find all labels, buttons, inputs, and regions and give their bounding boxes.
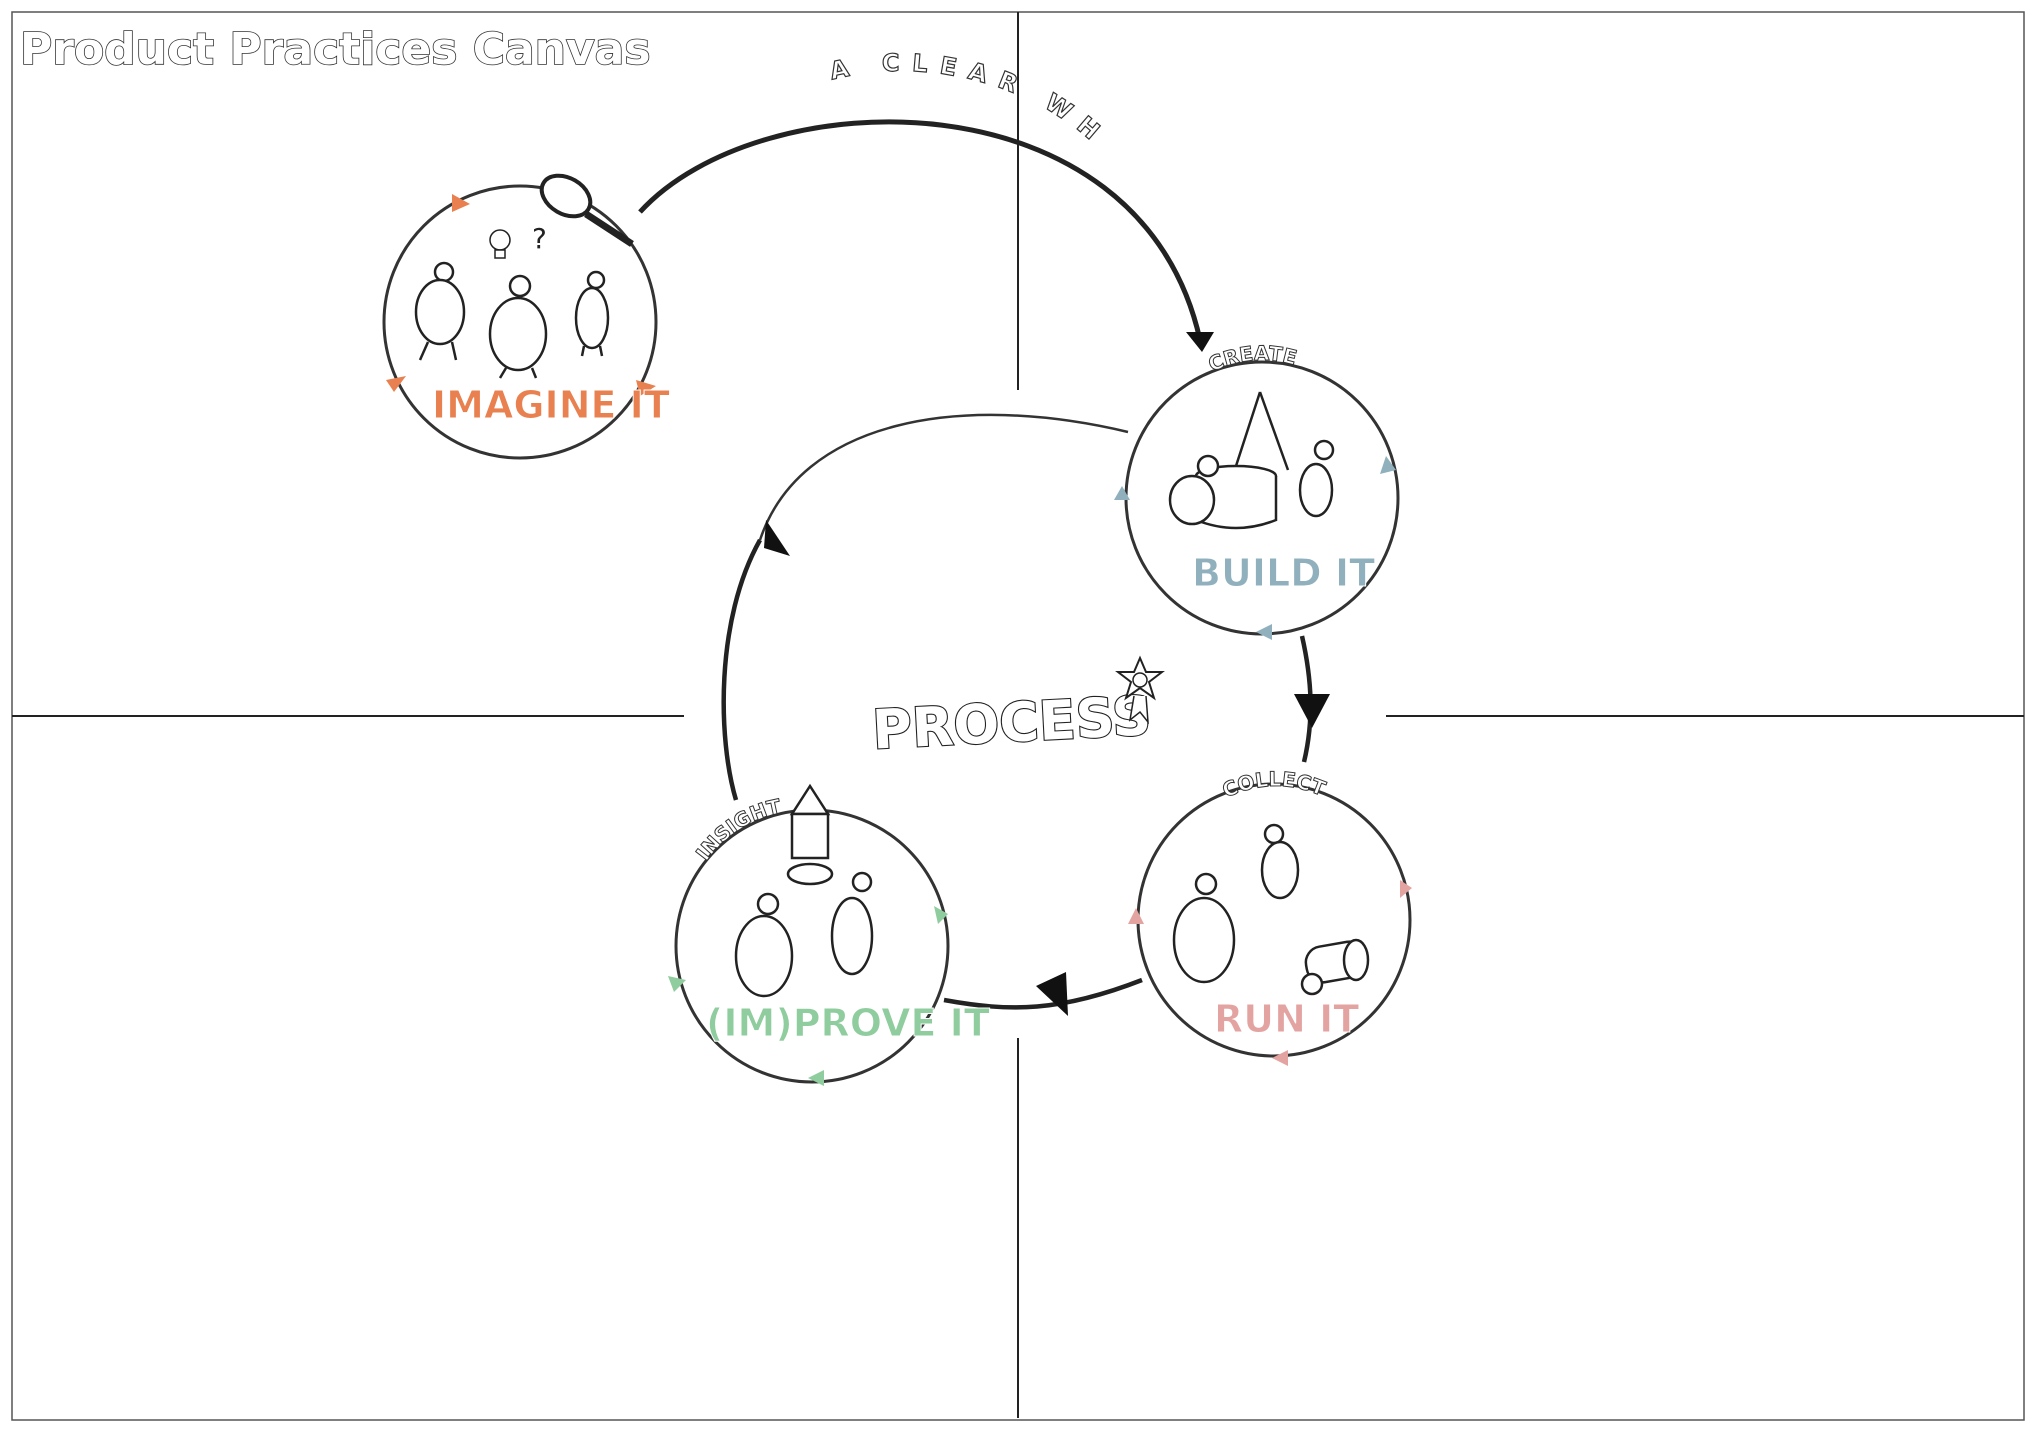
- process-loop-bottom: [943, 977, 1143, 1010]
- process-arrow-left: [1036, 972, 1068, 1016]
- people-icon: [734, 871, 874, 998]
- stage-improve: INSIGHT (IM)PROVE IT: [668, 783, 990, 1086]
- lightbulb-icon: [489, 229, 511, 259]
- stage-imagine: ? IMAGINE IT: [382, 173, 670, 460]
- imagine-label: IMAGINE IT: [432, 383, 670, 427]
- question-mark-icon: ?: [532, 222, 547, 255]
- clear-why-label: A CLEAR WHY: [0, 0, 1114, 153]
- build-label: BUILD IT: [1192, 551, 1375, 595]
- process-loop-top: [758, 413, 1129, 541]
- stage-build: CREATE BUILD IT: [1114, 340, 1400, 640]
- process-label: PROCESS: [871, 684, 1153, 762]
- process-arrow-up: [764, 520, 790, 556]
- cannon-icon: [1300, 938, 1370, 996]
- clear-why-arrowhead: [1186, 332, 1214, 352]
- create-label: CREATE: [1205, 341, 1300, 376]
- people-icon: [1168, 439, 1335, 526]
- clear-why-arc: [638, 119, 1203, 341]
- people-icon: [414, 261, 610, 379]
- collect-label: COLLECT: [1219, 767, 1329, 802]
- canvas-title: Product Practices Canvas: [20, 24, 651, 75]
- process-loop-left: [721, 538, 762, 801]
- stage-run: COLLECT RUN IT: [1128, 766, 1412, 1066]
- insight-label: INSIGHT: [691, 794, 783, 865]
- run-label: RUN IT: [1214, 997, 1359, 1041]
- rocket-icon: [786, 783, 834, 886]
- people-icon: [1172, 823, 1300, 984]
- process-arrow-down: [1294, 694, 1330, 728]
- magnifier-icon: [539, 173, 634, 247]
- award-badge-icon: [1115, 655, 1165, 725]
- improve-label: (IM)PROVE IT: [706, 1001, 990, 1045]
